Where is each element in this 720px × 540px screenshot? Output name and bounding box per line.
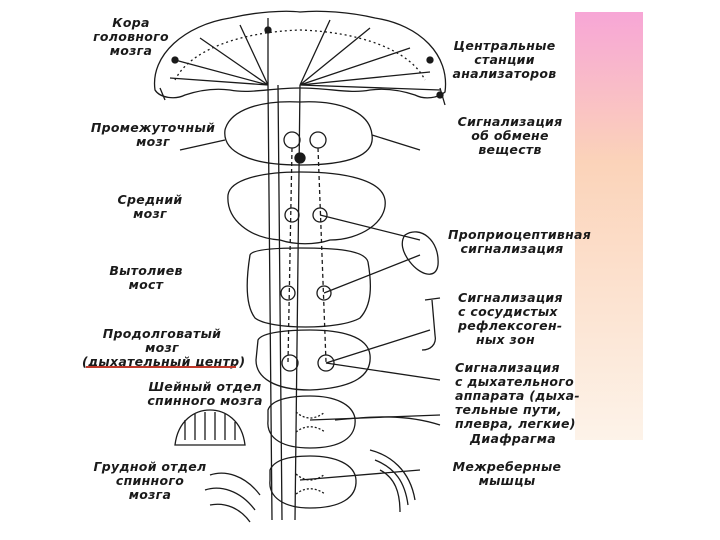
carotid-sinus <box>422 298 440 350</box>
label-pons: Вытолиев мост <box>96 264 196 292</box>
label-central-stations: Центральные станции анализаторов <box>452 39 557 81</box>
label-respiratory: Сигнализация с дыхательного аппарата (ды… <box>455 361 575 431</box>
medulla-underline <box>86 366 236 368</box>
ribs-right <box>370 450 415 512</box>
label-diaphragm: Диафрагма <box>470 432 570 446</box>
ribs-left <box>205 473 260 522</box>
label-proprioceptive: Проприоцептивная сигнализация <box>448 228 576 256</box>
label-cervical: Шейный отдел спинного мозга <box>140 380 270 408</box>
descending-tract <box>268 85 300 520</box>
label-cortex: Кора головного мозга <box>76 16 186 58</box>
label-intercostal: Межреберные мышцы <box>452 460 562 488</box>
label-metabolism: Сигнализация об обмене веществ <box>455 115 565 157</box>
label-midbrain: Средний мозг <box>100 193 200 221</box>
thoracic-cord-outline <box>270 456 356 508</box>
midbrain-outline <box>228 172 385 244</box>
pons-outline <box>247 248 370 327</box>
label-medulla: Продолговатый мозг (дыхательный центр) <box>82 327 242 369</box>
muscle-spindle <box>402 232 438 274</box>
label-vascular: Сигнализация с сосудистых рефлексоген- н… <box>458 291 568 347</box>
cortex-fibres <box>170 18 440 90</box>
medulla-outline <box>256 330 370 390</box>
label-thoracic: Грудной отдел спинного мозга <box>90 460 210 502</box>
label-diencephalon: Промежуточный мозг <box>88 121 218 149</box>
diaphragm <box>335 417 440 425</box>
